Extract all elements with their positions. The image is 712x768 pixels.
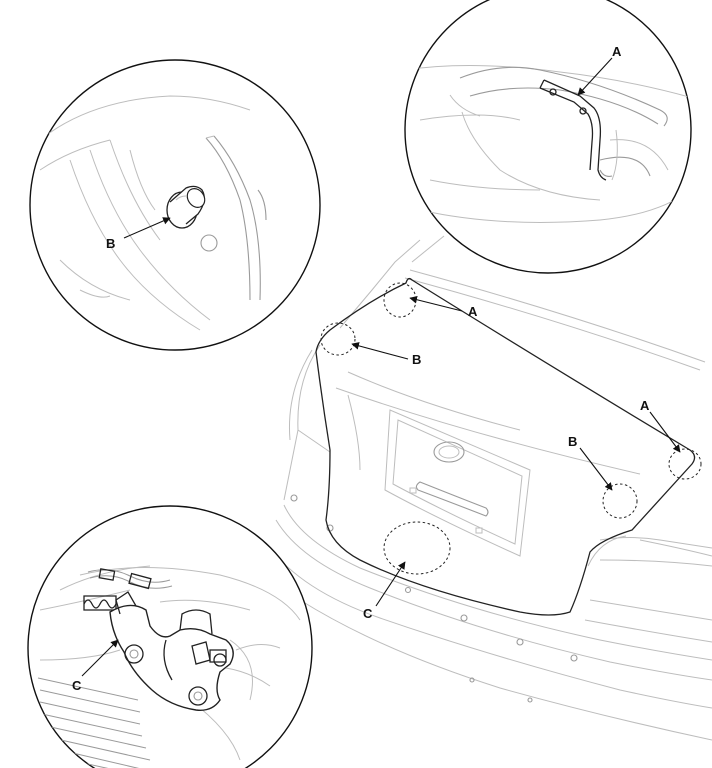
- label-a-right: A: [640, 398, 650, 413]
- callout-b-left: [320, 322, 356, 356]
- stopper-part: [166, 185, 206, 229]
- latch-part: [109, 591, 234, 711]
- main-leaders: [351, 295, 681, 607]
- label-b-right: B: [568, 434, 577, 449]
- car-rear-view: [267, 235, 712, 741]
- label-b-detail: B: [106, 236, 115, 251]
- callout-c: [383, 521, 451, 575]
- label-b-left: B: [412, 352, 421, 367]
- detail-circle-b: [29, 59, 321, 351]
- label-a-left: A: [468, 304, 478, 319]
- detail-circle-a: [404, 0, 692, 274]
- callout-a-right: [668, 448, 702, 480]
- callout-a-left: [383, 282, 417, 318]
- detail-circle-c: [27, 505, 313, 768]
- labels: A A A B B B C C: [72, 44, 650, 693]
- label-c-detail: C: [72, 678, 82, 693]
- label-a-detail: A: [612, 44, 622, 59]
- label-c-main: C: [363, 606, 373, 621]
- callout-markers: [320, 282, 702, 575]
- callout-b-right: [602, 483, 638, 519]
